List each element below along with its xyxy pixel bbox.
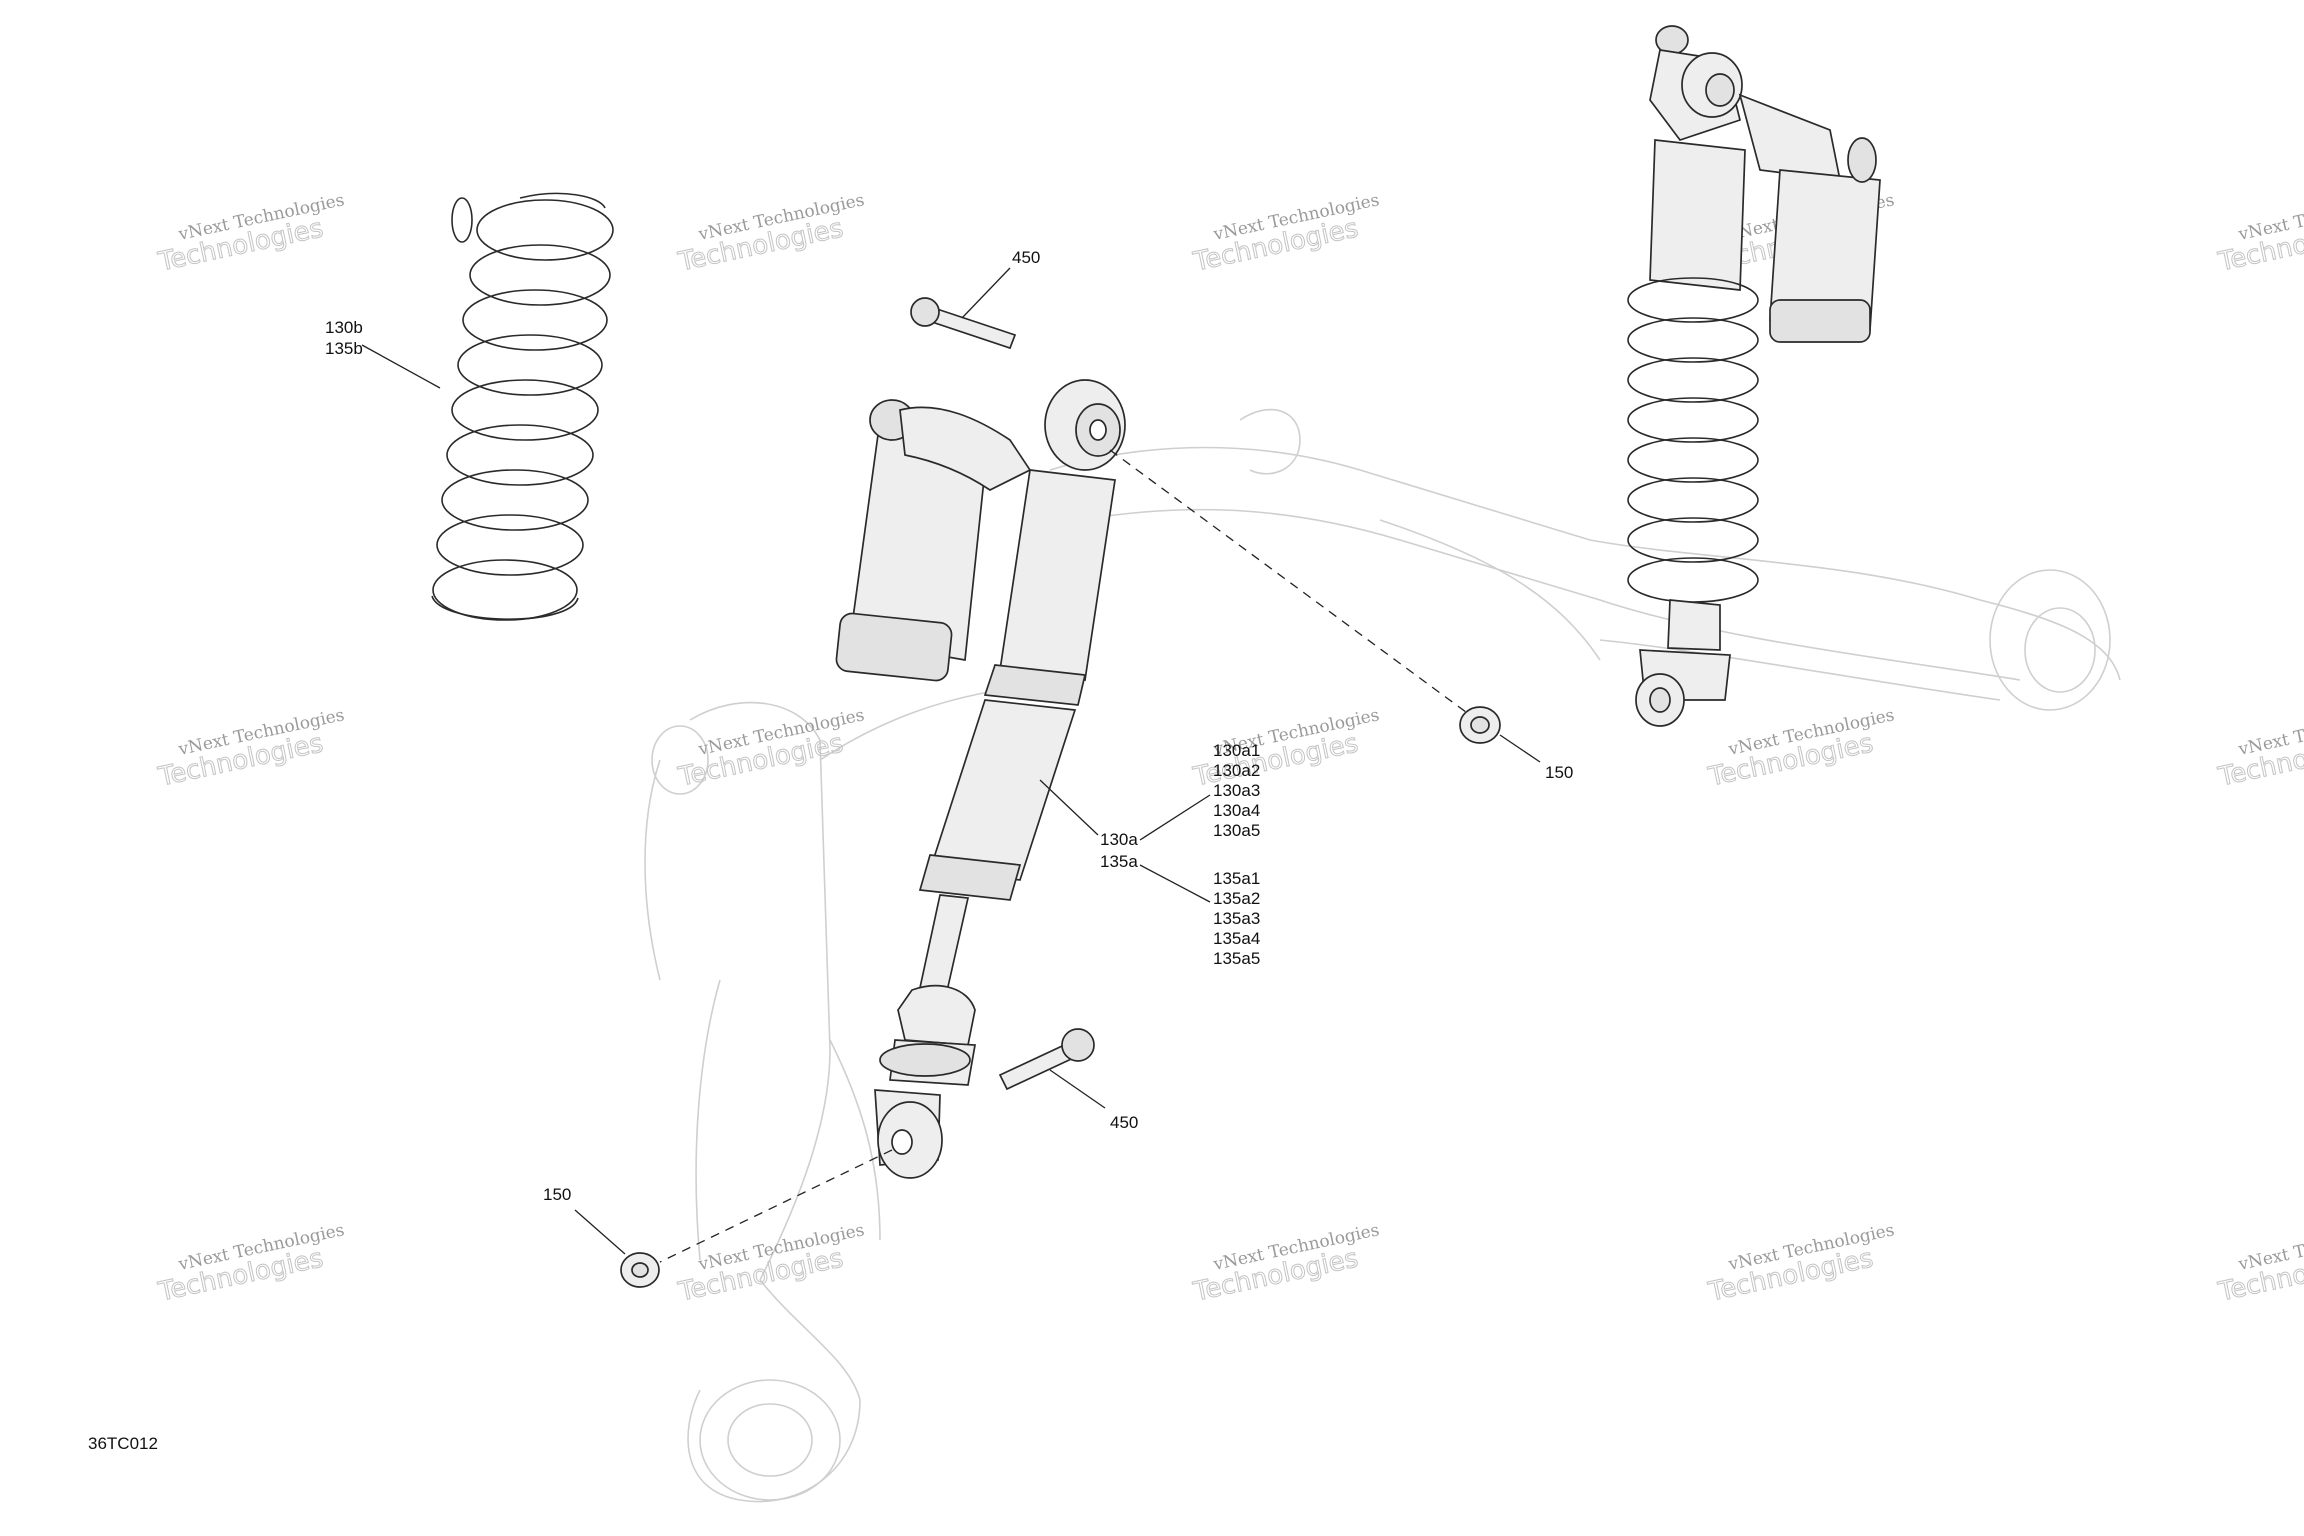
nut-150-right [1459,706,1501,744]
callout-130b: 130b [325,318,363,337]
variant-130a3: 130a3 [1213,781,1260,800]
callout-135b: 135b [325,339,363,358]
callout-150-right: 150 [1545,763,1573,782]
shock-absorber-assembled [1627,25,1881,727]
coil-spring [431,192,614,621]
callout-labels: 130b 135b 450 150 130a 135a 450 150 130a… [88,248,1573,1453]
variant-135a5: 135a5 [1213,949,1260,968]
callout-450-lower: 450 [1110,1113,1138,1132]
variant-130a5: 130a5 [1213,821,1260,840]
callout-130a: 130a [1100,830,1138,849]
bolt-450-upper [910,297,1017,350]
bolt-450-lower [998,1028,1095,1091]
callout-450-upper: 450 [1012,248,1040,267]
shock-absorber-exploded [835,379,1126,1179]
callout-135a: 135a [1100,852,1138,871]
callout-150-left: 150 [543,1185,571,1204]
variant-130a1: 130a1 [1213,741,1260,760]
variant-135a4: 135a4 [1213,929,1260,948]
ghost-a-arm-lower [644,689,1001,1503]
variant-130a4: 130a4 [1213,801,1260,820]
variant-135a3: 135a3 [1213,909,1260,928]
nut-150-left [620,1252,660,1288]
variant-130a2: 130a2 [1213,761,1260,780]
diagram-code: 36TC012 [88,1434,158,1453]
variant-135a1: 135a1 [1213,869,1260,888]
variant-135a2: 135a2 [1213,889,1260,908]
leader-lines [361,267,1541,1263]
ghost-a-arm-upper [1049,408,2121,711]
